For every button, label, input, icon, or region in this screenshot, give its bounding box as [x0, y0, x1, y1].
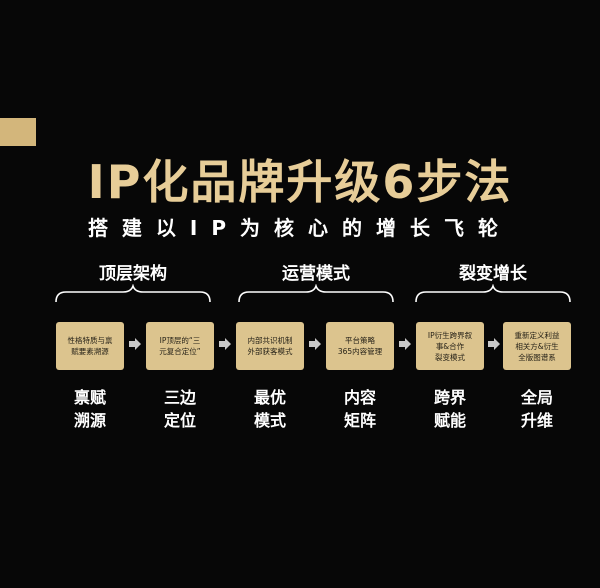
- group-label-top-architecture: 顶层架构: [99, 264, 167, 284]
- group-label-operation-mode: 运营模式: [282, 264, 350, 284]
- step-box-2: IP顶层的“三元复合定位”: [146, 322, 214, 370]
- group-brace: [55, 284, 211, 303]
- subtitle: 搭建以IP为核心的增长飞轮: [87, 216, 513, 240]
- group-label-fission-growth: 裂变增长: [459, 264, 527, 284]
- arrow-right-icon: [309, 338, 321, 350]
- step-title-2: 三边定位: [163, 388, 196, 430]
- step-title-1: 禀赋溯源: [73, 388, 106, 430]
- step-title-5: 跨界赋能: [433, 388, 466, 430]
- group-brace: [238, 284, 394, 303]
- step-box-5: IP衍生跨界叙事&合作裂变模式: [416, 322, 484, 370]
- group-brace: [415, 284, 571, 303]
- arrow-right-icon: [488, 338, 500, 350]
- arrow-right-icon: [129, 338, 141, 350]
- step-box-3: 内部共识机制外部获客模式: [236, 322, 304, 370]
- arrow-right-icon: [219, 338, 231, 350]
- arrow-right-icon: [399, 338, 411, 350]
- step-title-3: 最优模式: [253, 388, 286, 430]
- gold-accent-bar: [0, 118, 36, 146]
- step-box-1: 性格特质与禀赋要素溯源: [56, 322, 124, 370]
- step-title-6: 全局升维: [520, 388, 553, 430]
- main-title: IP化品牌升级6步法: [87, 155, 513, 209]
- step-title-4: 内容矩阵: [343, 388, 376, 430]
- step-box-6: 重新定义利益相关方&衍生全版图谱系: [503, 322, 571, 370]
